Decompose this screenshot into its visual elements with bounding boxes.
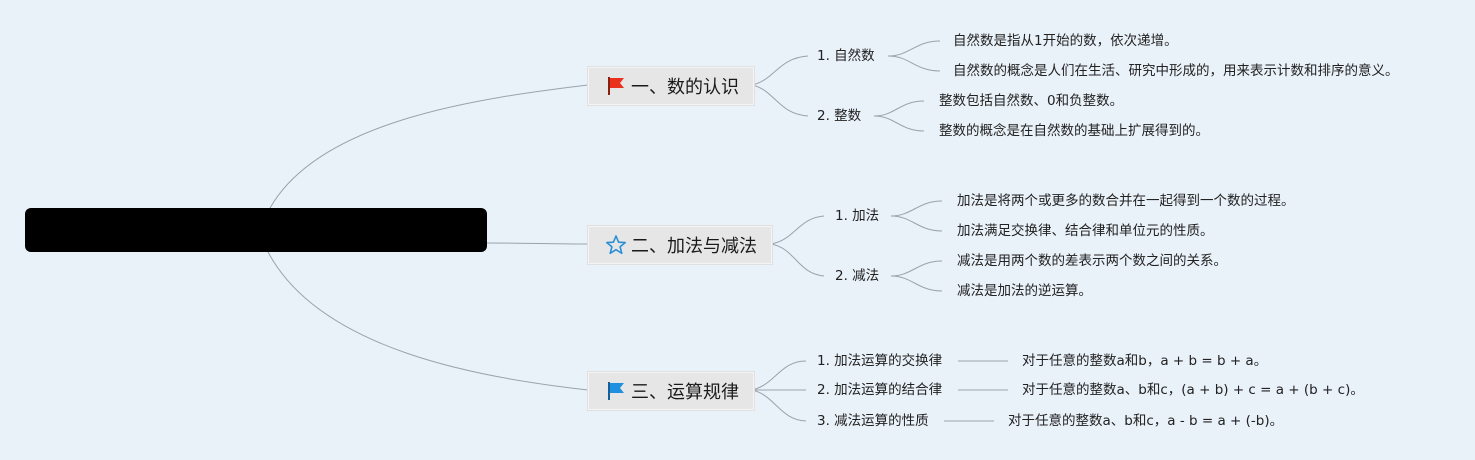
- subtopic-integers[interactable]: 2. 整数: [817, 108, 862, 124]
- leaf-text[interactable]: 对于任意的整数a、b和c，(a + b) + c = a + (b + c)。: [1022, 382, 1364, 398]
- topic-addition-subtraction[interactable]: 二、加法与减法: [588, 226, 772, 264]
- subtopic-subtraction-property[interactable]: 3. 减法运算的性质: [817, 413, 929, 429]
- leaf-text[interactable]: 整数包括自然数、0和负整数。: [939, 93, 1124, 109]
- leaf-text[interactable]: 减法是加法的逆运算。: [957, 283, 1092, 299]
- leaf-text[interactable]: 对于任意的整数a、b和c，a - b = a + (-b)。: [1008, 413, 1284, 429]
- topic-label: 一、数的认识: [631, 77, 739, 98]
- subtopic-natural-numbers[interactable]: 1. 自然数: [817, 48, 875, 64]
- leaf-text[interactable]: 整数的概念是在自然数的基础上扩展得到的。: [939, 123, 1209, 139]
- root-topic[interactable]: [25, 208, 487, 252]
- topic-number-recognition[interactable]: 一、数的认识: [588, 67, 754, 105]
- subtopic-addition[interactable]: 1. 加法: [835, 208, 880, 224]
- topic-label: 三、运算规律: [631, 382, 739, 403]
- topic-operation-rules[interactable]: 三、运算规律: [588, 372, 754, 410]
- topic-label: 二、加法与减法: [631, 236, 757, 257]
- leaf-text[interactable]: 加法是将两个或更多的数合并在一起得到一个数的过程。: [957, 193, 1295, 209]
- leaf-text[interactable]: 自然数的概念是人们在生活、研究中形成的，用来表示计数和排序的意义。: [953, 63, 1399, 79]
- red-flag-icon: [605, 75, 627, 97]
- blue-flag-icon: [605, 380, 627, 402]
- star-outline-icon: [605, 234, 627, 256]
- subtopic-associative-law[interactable]: 2. 加法运算的结合律: [817, 382, 943, 398]
- leaf-text[interactable]: 自然数是指从1开始的数，依次递增。: [953, 33, 1178, 49]
- subtopic-subtraction[interactable]: 2. 减法: [835, 268, 880, 284]
- leaf-text[interactable]: 加法满足交换律、结合律和单位元的性质。: [957, 223, 1214, 239]
- subtopic-commutative-law[interactable]: 1. 加法运算的交换律: [817, 353, 943, 369]
- leaf-text[interactable]: 对于任意的整数a和b，a + b = b + a。: [1022, 353, 1268, 369]
- leaf-text[interactable]: 减法是用两个数的差表示两个数之间的关系。: [957, 253, 1227, 269]
